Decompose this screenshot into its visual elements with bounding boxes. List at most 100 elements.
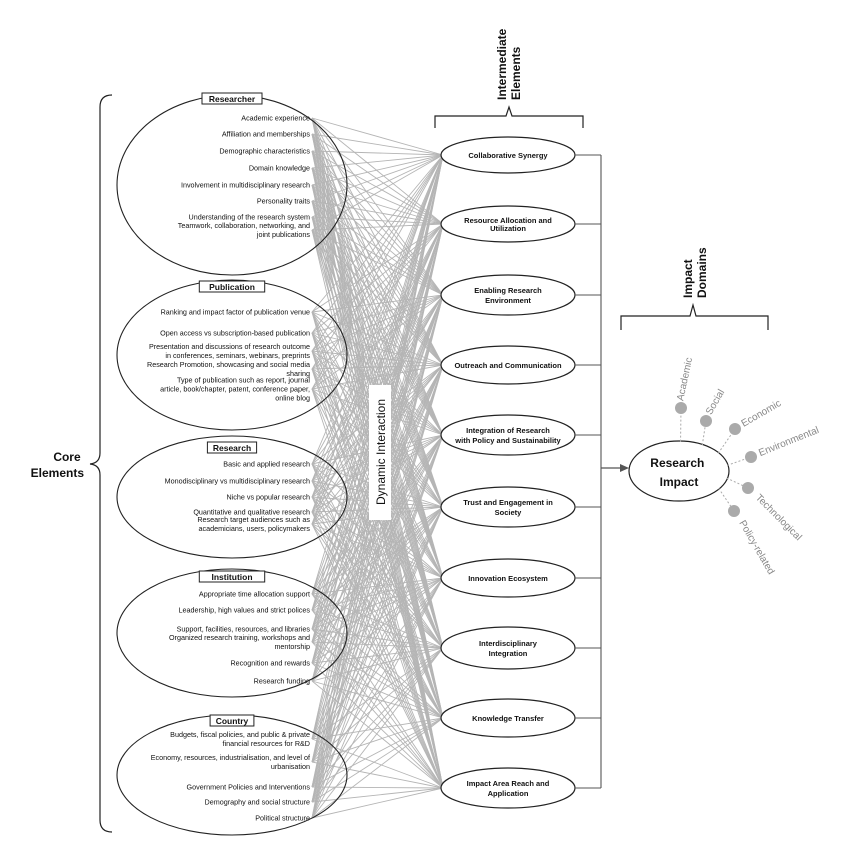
interaction-line xyxy=(311,786,444,789)
dynamic-interaction-label: Dynamic Interaction xyxy=(374,399,388,505)
intermediate-ellipse xyxy=(440,486,576,528)
impact-domain-label: Environmental xyxy=(757,425,820,459)
intermediate-label: Outreach and Communication xyxy=(454,361,562,370)
interaction-line xyxy=(311,216,444,508)
core-item: Monodisciplinary vs multidisciplinary re… xyxy=(165,477,310,486)
interaction-line xyxy=(311,593,444,789)
core-elements-brace xyxy=(89,94,113,833)
core-group-ellipse xyxy=(116,568,348,698)
intermediate-elements-label: Intermediate Elements xyxy=(495,25,523,100)
intermediate-label: Collaborative Synergy xyxy=(468,151,548,160)
intermediate-element-outreach-and-communication: Outreach and Communication xyxy=(440,345,576,385)
interaction-line xyxy=(311,434,444,803)
interaction-line xyxy=(311,154,444,525)
impact-domain-dot xyxy=(745,451,757,463)
interaction-line xyxy=(311,150,444,579)
interaction-line xyxy=(311,434,444,740)
intermediate-label: Knowledge Transfer xyxy=(472,714,544,723)
interaction-line xyxy=(311,223,444,231)
interaction-line xyxy=(311,154,444,169)
interaction-line xyxy=(311,511,444,579)
interaction-line xyxy=(311,229,444,366)
core-item: Organized research training, workshops a… xyxy=(169,633,310,651)
interaction-line xyxy=(311,154,444,465)
interaction-line xyxy=(311,506,444,630)
core-item: Support, facilities, resources, and libr… xyxy=(177,625,311,634)
interaction-line xyxy=(311,294,444,352)
core-item: Political structure xyxy=(255,814,310,823)
interaction-line xyxy=(311,223,444,819)
core-group-ellipse xyxy=(116,435,348,559)
interaction-line xyxy=(311,154,444,370)
core-group-title-box xyxy=(201,92,263,105)
research-impact-label: Research Impact xyxy=(650,456,707,489)
interaction-line xyxy=(311,133,444,296)
interaction-line xyxy=(311,223,444,513)
core-item: Demographic characteristics xyxy=(219,147,310,156)
interaction-line xyxy=(311,496,444,579)
interaction-line xyxy=(311,154,444,390)
interaction-line xyxy=(311,184,444,366)
impact-domain-dot xyxy=(728,505,740,517)
impact-domain-social: Social xyxy=(700,388,727,446)
interaction-line xyxy=(311,150,444,156)
research-impact-ellipse xyxy=(628,440,730,502)
impact-domain-label: Policy-related xyxy=(736,519,776,577)
interaction-line xyxy=(311,680,444,789)
interaction-line xyxy=(311,167,444,436)
interaction-line xyxy=(311,717,444,740)
core-group-title-box xyxy=(209,714,255,727)
interaction-line xyxy=(311,593,444,719)
interaction-line xyxy=(311,154,444,513)
core-group-title: Country xyxy=(216,716,249,726)
intermediate-brace xyxy=(434,105,584,128)
core-group-ellipse xyxy=(116,279,348,431)
core-item: Basic and applied research xyxy=(223,460,310,469)
core-group-title: Publication xyxy=(209,282,255,292)
interaction-line xyxy=(311,154,444,186)
core-group-title: Research xyxy=(213,443,251,453)
interaction-line xyxy=(311,577,444,803)
interaction-line xyxy=(311,133,444,508)
interaction-line xyxy=(311,154,444,313)
core-group-title: Researcher xyxy=(209,94,256,104)
interaction-line xyxy=(311,223,444,352)
core-item: Personality traits xyxy=(257,197,311,206)
interaction-line xyxy=(311,787,444,819)
interaction-line xyxy=(311,628,444,789)
interaction-line xyxy=(311,216,444,366)
interaction-line xyxy=(311,133,444,156)
core-group-title-box xyxy=(198,570,266,583)
interaction-line xyxy=(311,647,444,740)
core-item: Leadership, high values and strict polic… xyxy=(179,606,311,615)
core-item: Affiliation and memberships xyxy=(222,130,311,139)
interaction-line xyxy=(311,200,444,225)
interaction-line xyxy=(311,434,444,643)
interaction-line xyxy=(311,200,444,366)
impact-domain-dot xyxy=(700,415,712,427)
interaction-line xyxy=(311,434,444,819)
core-item: Ranking and impact factor of publication… xyxy=(161,308,310,317)
interaction-line xyxy=(311,717,444,803)
interaction-line xyxy=(311,506,444,740)
interaction-line xyxy=(311,154,444,218)
interaction-line xyxy=(311,154,444,482)
interaction-line xyxy=(311,577,444,664)
core-item: Understanding of the research system xyxy=(189,213,310,222)
interaction-line xyxy=(311,167,444,366)
core-group-title-box xyxy=(198,280,266,293)
interaction-line xyxy=(311,294,444,370)
core-item: Government Policies and Interventions xyxy=(187,783,311,792)
impact-domain-dot xyxy=(675,402,687,414)
impact-domain-spoke xyxy=(718,488,735,512)
interaction-line xyxy=(311,577,444,740)
core-item: Research Promotion, showcasing and socia… xyxy=(147,360,310,378)
